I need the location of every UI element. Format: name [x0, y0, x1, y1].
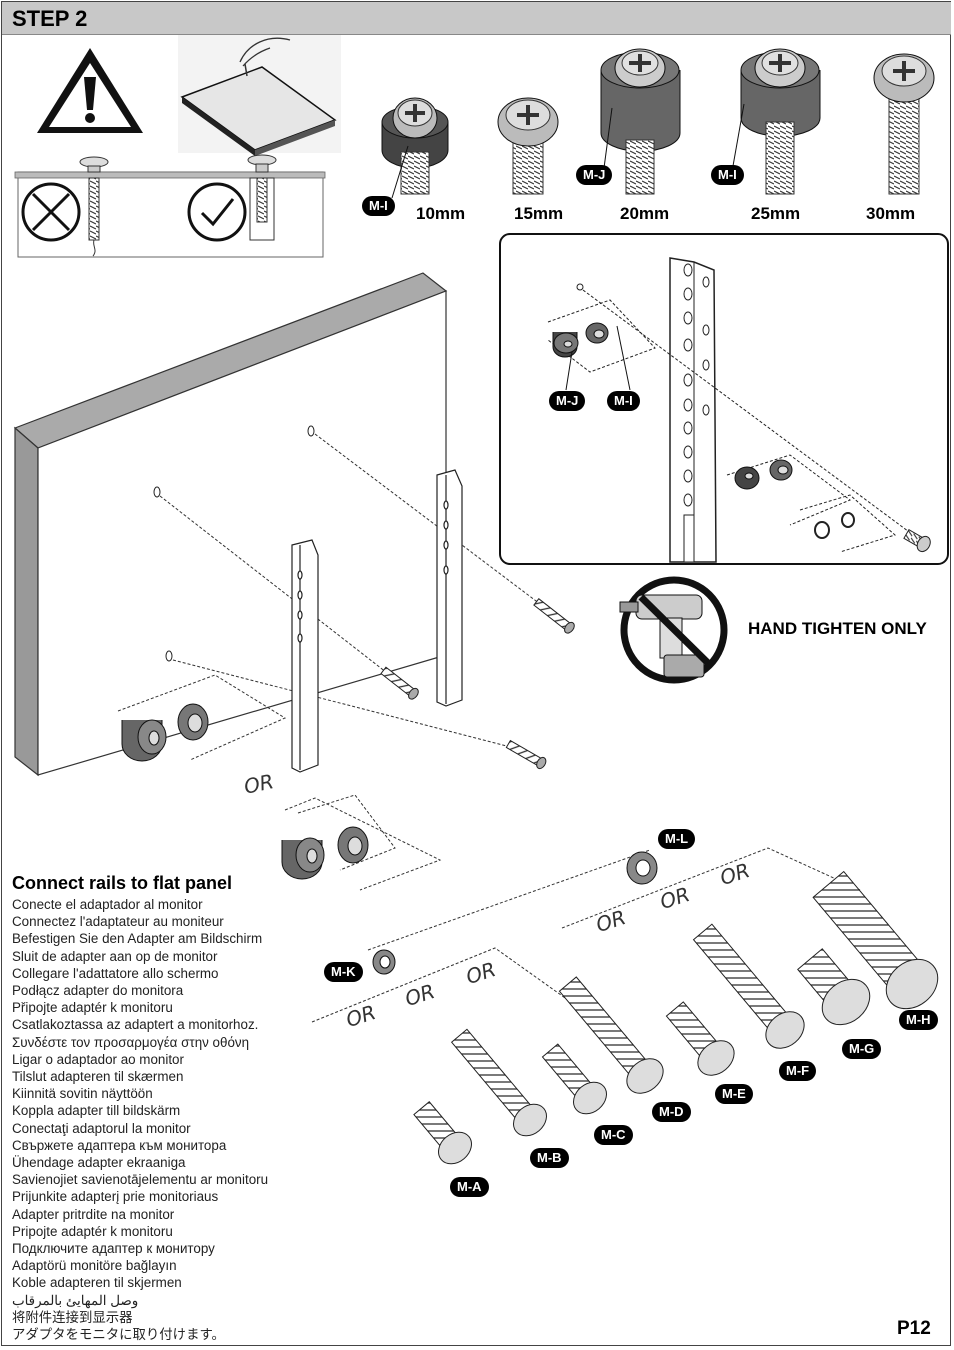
mounting-rail-right — [436, 469, 463, 707]
instruction-line: Podłącz adapter do monitora — [12, 983, 184, 999]
instruction-line: Свържете адаптера към монитора — [12, 1137, 227, 1153]
instruction-line: Koppla adapter till bildskärm — [12, 1103, 181, 1119]
warning-triangle-icon — [37, 48, 143, 133]
tag-25mm: M-I — [711, 165, 744, 185]
instruction-translations: Conecte el adaptador al monitor Connecte… — [12, 896, 268, 1343]
tag-m-d: M-D — [652, 1102, 691, 1122]
page-number: P12 — [897, 1318, 931, 1339]
instruction-line: Kiinnitä sovitin näyttöön — [12, 1086, 153, 1102]
detail-inset — [499, 233, 949, 565]
screw-size-row — [381, 48, 935, 199]
instruction-line: Conectaţi adaptorul la monitor — [12, 1120, 191, 1136]
screw-depth-diagram — [14, 154, 326, 258]
tag-m-l: M-L — [658, 829, 696, 849]
instruction-line: Prijunkite adapterį prie monitoriaus — [12, 1189, 219, 1205]
tag-m-f: M-F — [779, 1061, 817, 1081]
screw-m-f-icon — [692, 923, 805, 1049]
tag-m-e: M-E — [715, 1084, 753, 1104]
incorrect-cross-icon — [21, 182, 81, 242]
hand-tighten-warning: HAND TIGHTEN ONLY — [748, 619, 927, 638]
screw-m-c-icon — [541, 1043, 607, 1115]
size-label-25mm: 25mm — [751, 204, 801, 223]
instruction-line: Adapter pritrdite na monitor — [12, 1206, 175, 1222]
screw-15mm-icon — [497, 97, 559, 195]
tag-m-a: M-A — [450, 1177, 489, 1197]
screw-m-e-icon — [665, 1001, 735, 1076]
instruction-line: Ühendage adapter ekraaniga — [12, 1155, 186, 1171]
spacers-lower — [281, 826, 369, 880]
instruction-line: Conecte el adaptador al monitor — [12, 897, 203, 912]
inset-tag-spacer-large: M-J — [549, 391, 586, 411]
instruction-line: Adaptörü monitöre bağlayın — [12, 1258, 177, 1274]
instruction-line: وصل المهايئ بالمرقاب — [12, 1292, 139, 1308]
step-header: STEP 2 — [2, 2, 951, 35]
tag-m-b: M-B — [530, 1148, 569, 1168]
instruction-line: Подключите адаптер к монитору — [12, 1241, 215, 1257]
instruction-line: アダプタをモニタに取り付けます。 — [12, 1327, 225, 1343]
washer-m-k-icon — [372, 949, 396, 975]
tv-panel — [13, 272, 448, 777]
mounting-rail-left — [291, 539, 319, 773]
screw-m-d-icon — [558, 976, 664, 1094]
instruction-line: Připojte adaptér k monitoru — [12, 1000, 173, 1016]
tag-m-g: M-G — [842, 1039, 882, 1059]
screw-10mm-icon — [381, 97, 449, 199]
screw-m-h-icon — [812, 870, 939, 1010]
screw-m-g-icon — [797, 948, 871, 1026]
instruction-line: Koble adapteren til skjermen — [12, 1275, 182, 1291]
size-label-15mm: 15mm — [514, 204, 564, 223]
instruction-line: Pripojte adaptér k monitoru — [12, 1223, 173, 1239]
instruction-line: Sluit de adapter aan op de monitor — [12, 948, 218, 964]
instruction-line: Csatlakoztassa az adaptert a monitorhoz. — [12, 1017, 259, 1033]
washer-m-l-icon — [626, 851, 658, 885]
screw-m-b-icon — [450, 1028, 547, 1137]
screw-30mm-icon — [873, 53, 935, 195]
instruction-title: Connect rails to flat panel — [12, 873, 233, 893]
instruction-line: Collegare l'adattatore allo schermo — [12, 965, 219, 981]
size-label-30mm: 30mm — [866, 204, 916, 223]
tag-10mm: M-I — [362, 196, 395, 216]
correct-check-icon — [187, 182, 247, 242]
instruction-line: Ligar o adaptador ao monitor — [12, 1051, 184, 1067]
size-label-20mm: 20mm — [620, 204, 670, 223]
step-title: STEP 2 — [12, 6, 88, 31]
instruction-line: Connectez l'adaptateur au moniteur — [12, 914, 224, 930]
instruction-line: Συνδέστε τον προσαρμογέα στην οθόνη — [12, 1034, 250, 1050]
tag-m-k: M-K — [324, 962, 363, 982]
screw-25mm-icon — [732, 48, 821, 195]
tag-m-h: M-H — [899, 1010, 938, 1030]
hand-placing-screw-icon — [178, 35, 341, 156]
tag-20mm: M-J — [576, 165, 613, 185]
inset-tag-spacer-small: M-I — [607, 391, 640, 411]
instruction-line: 将附件连接到显示器 — [12, 1309, 133, 1325]
screw-20mm-icon — [600, 48, 681, 195]
screw-m-a-icon — [413, 1101, 472, 1165]
size-label-10mm: 10mm — [416, 204, 466, 223]
instruction-line: Befestigen Sie den Adapter am Bildschirm — [12, 931, 263, 947]
instruction-line: Tilslut adapteren til skærmen — [12, 1069, 184, 1085]
tag-m-c: M-C — [594, 1125, 633, 1145]
no-power-drill-icon — [619, 576, 728, 684]
spacers-upper — [121, 703, 209, 762]
instruction-line: Savienojiet savienotājelementu ar monito… — [12, 1172, 269, 1188]
